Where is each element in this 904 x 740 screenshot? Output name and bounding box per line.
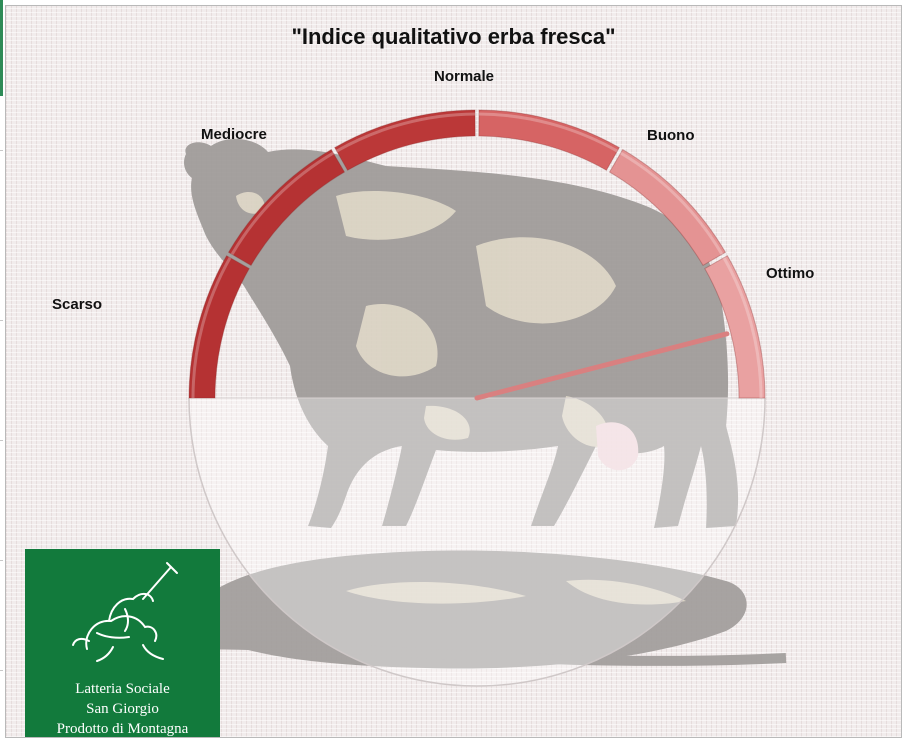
gauge-band-highlight — [191, 256, 232, 399]
gauge-band-6 — [704, 255, 766, 399]
edge-tick — [0, 560, 3, 561]
gauge-band-1 — [188, 255, 250, 399]
logo: Latteria Sociale San Giorgio Prodotto di… — [25, 549, 220, 737]
gauge-band-highlight — [478, 112, 619, 153]
category-label-scarso: Scarso — [52, 296, 103, 313]
gauge-band-highlight — [619, 151, 724, 256]
needle-line — [474, 331, 730, 401]
cow-illustration — [125, 138, 787, 669]
edge-tick — [0, 150, 3, 151]
gauge-band-highlight — [335, 112, 476, 153]
chart-area: "Indice qualitativo erba fresca" Scarso … — [5, 5, 902, 738]
gauge-band-5 — [608, 148, 727, 267]
category-label-buono: Buono — [647, 127, 695, 144]
gauge-band-highlight — [230, 151, 335, 256]
logo-text-line2: San Giorgio — [86, 701, 159, 717]
gauge-needle — [474, 331, 730, 401]
edge-tick — [0, 320, 3, 321]
gauge-band-2 — [227, 148, 346, 267]
category-label-ottimo: Ottimo — [766, 265, 815, 282]
green-tab — [0, 0, 3, 96]
gauge-chart — [125, 109, 787, 687]
edge-tick — [0, 440, 3, 441]
gauge-face — [188, 397, 766, 687]
gauge-band-4 — [478, 109, 620, 171]
category-label-mediocre: Mediocre — [201, 126, 267, 143]
logo-text-line1: Latteria Sociale — [75, 681, 170, 697]
gauge-bands — [188, 109, 766, 399]
horse-rider-emblem-icon — [72, 562, 178, 662]
gauge-band-3 — [334, 109, 476, 171]
left-edge — [0, 0, 5, 740]
gauge-band-highlight — [722, 256, 763, 399]
edge-tick — [0, 670, 3, 671]
category-label-normale: Normale — [434, 68, 495, 85]
logo-text-line3: Prodotto di Montagna — [56, 721, 189, 737]
chart-title: "Indice qualitativo erba fresca" — [291, 24, 616, 49]
